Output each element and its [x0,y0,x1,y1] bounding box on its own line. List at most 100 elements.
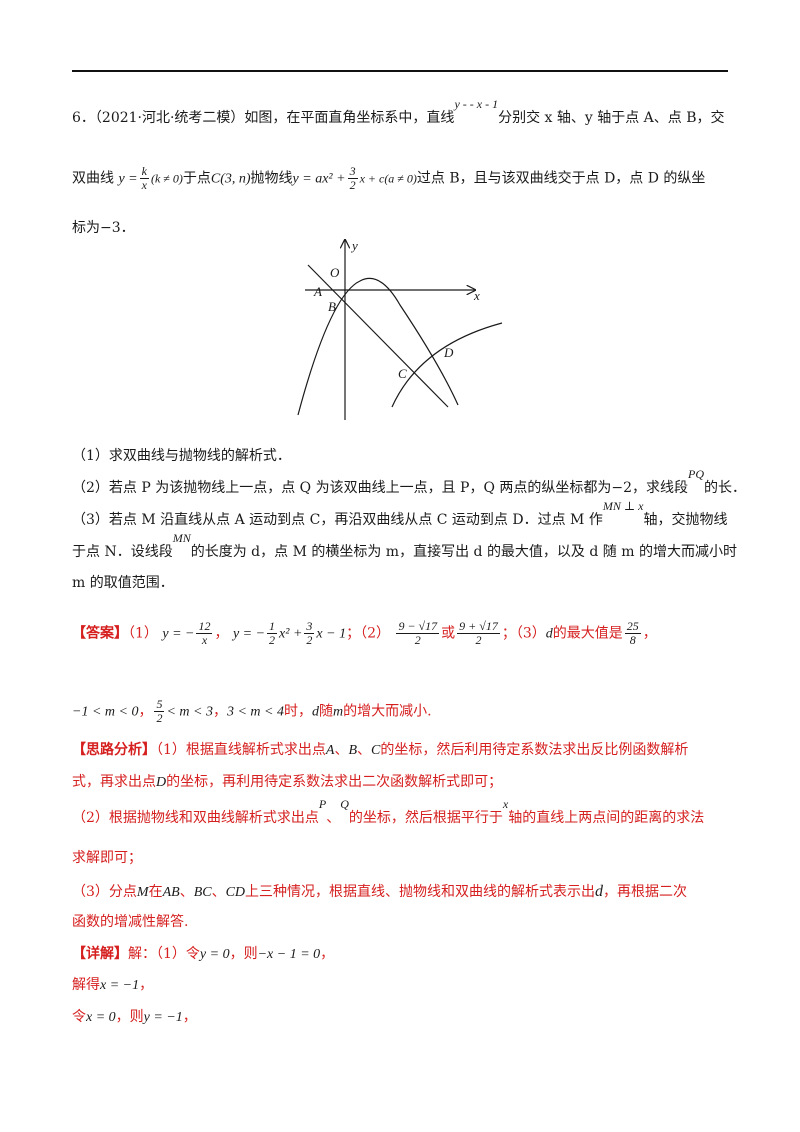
analysis-tag: 【思路分析】 [72,742,156,758]
point-q: Q [340,797,349,811]
hyperbola-eq-lhs: y = [118,171,138,187]
problem-text: 6．（2021·河北·统考二模）如图，在平面直角坐标系中，直线 [72,110,455,126]
question-1: （1）求双曲线与抛物线的解析式． [72,446,291,466]
segment-cd: CD [225,885,246,900]
problem-text: 标为−3． [72,220,135,236]
analysis-text: 的坐标，再利用待定系数法求出二次函数解析式即可； [166,774,503,790]
answer-or: 或 [441,625,456,642]
analysis-text: （3）分点 [72,884,137,900]
detail-line-2: 解得x = −1， [72,975,153,996]
answer-text: 的增大而减小. [343,703,432,720]
detail-eq: y = −1 [143,1010,183,1025]
detail-text: 解：（1）令 [128,946,200,962]
question-text: 的长度为 d，点 M 的横坐标为 m，直接写出 d 的最大值，以及 d 随 m … [190,544,737,560]
answer-range-1: −1 < m < 0 [72,704,139,720]
detail-text: ， [139,977,154,993]
segment-bc: BC [193,885,212,900]
problem-text: 分别交 x 轴、y 轴于点 A、点 B，交 [498,110,725,126]
line-ab [307,264,449,408]
d-var: d [595,883,604,900]
answer-sep: ， [212,703,227,720]
question-text: m 的取值范围． [72,575,174,591]
analysis-text: （1）根据直线解析式求出点 [156,742,326,758]
analysis-text: 的坐标，然后利用待定系数法求出反比例函数解析 [380,742,689,758]
parabola-curve [297,277,459,416]
answer-text: 随 [318,703,333,720]
answer-d-var: d [311,704,319,720]
answer-part: ；（2） [346,625,390,642]
analysis-line-4: 求解即可； [72,848,142,868]
segment-ab: AB [162,885,180,900]
answer-sep: ， [642,625,657,642]
answer-eq2-mid: x² + [279,626,303,642]
analysis-text: ，再根据二次 [603,884,688,900]
answer-tag: 【答案】 [72,625,128,642]
analysis-sep: 、 [179,884,194,900]
answer-range-3: 3 < m < 4 [226,704,284,720]
x-var: x [502,797,509,811]
question-3-line-1: （3）若点 M 沿直线从点 A 运动到点 C，再沿双曲线从点 C 运动到点 D．… [72,499,727,530]
point-b: B [348,743,358,758]
question-2: （2）若点 P 为该抛物线上一点，点 Q 为该双曲线上一点，且 P，Q 两点的纵… [72,467,747,498]
analysis-text: 的坐标，然后根据平行于 [348,810,503,826]
point-m: M [136,885,149,900]
question-text: （1）求双曲线与抛物线的解析式． [72,448,291,464]
analysis-text: 在 [148,884,163,900]
answer-m-var: m [332,704,344,720]
analysis-text: 求解即可； [72,850,142,866]
problem-line-1: 6．（2021·河北·统考二模）如图，在平面直角坐标系中，直线y - - x -… [72,97,725,128]
analysis-text: 式，再求出点 [72,774,156,790]
analysis-sep: 、 [326,810,341,826]
label-a: A [313,284,322,299]
analysis-line-3: （2）根据抛物线和双曲线解析式求出点P、Q的坐标，然后根据平行于x轴的直线上两点… [72,797,704,828]
mn-perp: MN ⊥ x [602,499,644,513]
detail-line-1: 【详解】解：（1）令y = 0，则−x − 1 = 0， [72,944,334,965]
analysis-text: 上三种情况，根据直线、抛物线和双曲线的解析式表示出 [245,884,596,900]
hyperbola-curve [391,322,503,408]
analysis-line-2: 式，再求出点D的坐标，再利用待定系数法求出二次函数解析式即可； [72,772,502,793]
detail-eq: x = −1 [100,978,140,993]
analysis-sep: 、 [211,884,226,900]
segment-pq: PQ [688,467,705,481]
problem-line-3: 标为−3． [72,218,135,238]
detail-text: 令 [72,1009,86,1025]
detail-text: ， [182,1009,197,1025]
detail-text: ，则 [115,1009,144,1025]
point-c: C [371,743,381,758]
hyperbola-condition: (k ≠ 0) [150,171,183,186]
question-text: （2）若点 P 为该抛物线上一点，点 Q 为该双曲线上一点，且 P，Q 两点的纵… [72,480,689,496]
analysis-text: 函数的增减性解答. [72,914,189,930]
question-text: 的长． [704,480,747,496]
line-equation: y - - x - 1 [454,97,499,111]
analysis-sep: 、 [334,742,349,758]
answer-eq2-lhs: y = − [232,626,266,642]
detail-tag: 【详解】 [72,946,128,962]
label-o: O [330,265,340,280]
problem-text: 抛物线 [250,170,293,187]
header-rule [72,70,728,72]
detail-line-3: 令x = 0，则y = −1， [72,1007,197,1028]
segment-mn: MN [172,531,191,545]
answer-d-var: d [545,626,553,642]
question-3-line-3: m 的取值范围． [72,573,174,593]
answer-range-2-tail: < m < 3 [166,704,213,720]
point-a: A [325,743,335,758]
point-p: P [318,797,327,811]
answer-eq1-lhs: y = − [162,626,195,642]
parabola-eq-a: y = ax² + [292,171,346,187]
coordinate-figure: y x O A B C D [297,238,503,420]
answer-text: 的最大值是 [552,625,623,642]
label-x: x [473,288,480,303]
detail-text: ，则 [229,946,258,962]
